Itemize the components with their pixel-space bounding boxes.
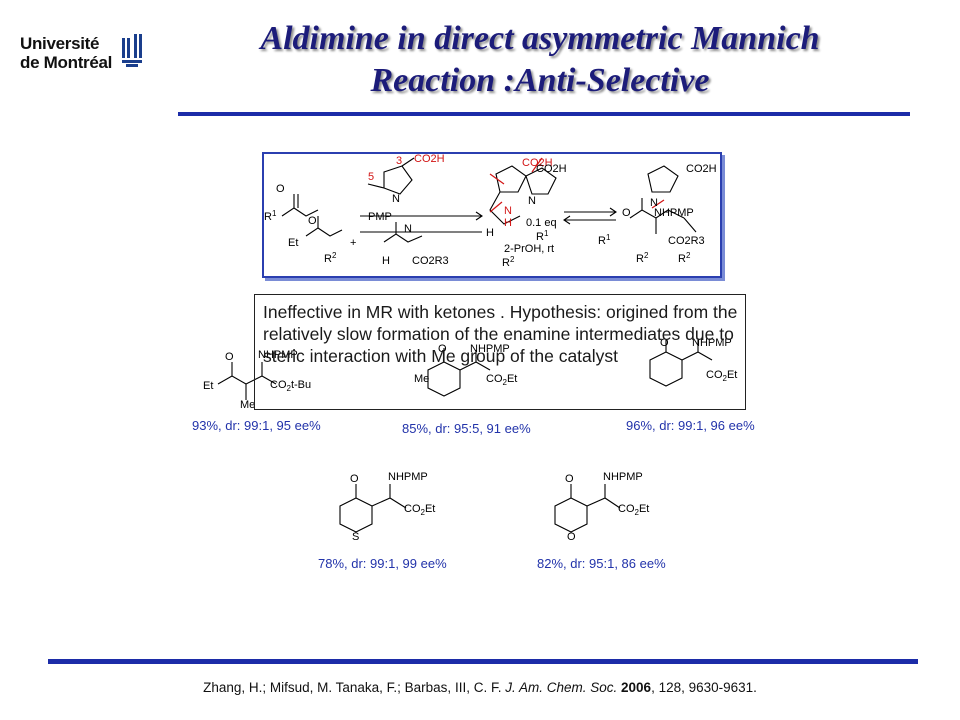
- svg-text:N: N: [392, 193, 400, 205]
- svg-text:R2: R2: [502, 255, 515, 269]
- logo-text: Université de Montréal: [20, 34, 112, 72]
- reaction-scheme-drawing: O R1 O Et R2 + 3 5 CO2H N PMP N H CO2R3 …: [264, 154, 717, 269]
- title-line-1: Aldimine in direct asymmetric Mannich: [260, 20, 820, 57]
- svg-text:O: O: [276, 183, 285, 195]
- catalyst-acid-label: CO2H: [414, 154, 445, 165]
- hypothesis-note: Ineffective in MR with ketones . Hypothe…: [254, 294, 746, 410]
- svg-text:O: O: [225, 351, 234, 363]
- svg-text:N: N: [404, 223, 412, 235]
- svg-text:CO2Et: CO2Et: [404, 503, 435, 517]
- svg-text:H: H: [486, 227, 494, 239]
- citation: Zhang, H.; Mifsud, M. Tanaka, F.; Barbas…: [0, 680, 960, 695]
- citation-rest: , 128, 9630-9631.: [651, 680, 757, 695]
- svg-text:N: N: [650, 197, 658, 209]
- svg-text:CO2Et: CO2Et: [618, 503, 649, 517]
- conditions-eq: 0.1 eq: [526, 217, 557, 229]
- product-yield-label: 82%, dr: 95:1, 86 ee%: [537, 556, 666, 571]
- citation-year: 2006: [621, 680, 652, 695]
- svg-text:N: N: [504, 205, 512, 217]
- title-underline: [178, 112, 910, 116]
- product-acid-label: CO2H: [686, 163, 717, 175]
- svg-text:Et: Et: [203, 380, 213, 392]
- slide-title: Aldimine in direct asymmetric Mannich Re…: [160, 18, 920, 102]
- reagent-pmp-label: PMP: [368, 211, 392, 223]
- product-yield-label: 85%, dr: 95:5, 91 ee%: [402, 421, 531, 436]
- svg-text:3: 3: [396, 155, 402, 167]
- product-yield-label: 96%, dr: 99:1, 96 ee%: [626, 418, 755, 433]
- university-logo: Université de Montréal: [20, 34, 150, 80]
- university-crest-icon: [122, 34, 142, 67]
- citation-journal: J. Am. Chem. Soc.: [505, 680, 618, 695]
- product-yield-label: 93%, dr: 99:1, 95 ee%: [192, 418, 321, 433]
- svg-text:R2: R2: [678, 251, 691, 265]
- product-ester-label: CO2R3: [668, 235, 705, 247]
- footer-rule: [48, 659, 918, 664]
- svg-text:O: O: [350, 473, 359, 485]
- svg-text:S: S: [352, 531, 359, 543]
- hypothesis-text: Ineffective in MR with ketones . Hypothe…: [263, 302, 738, 366]
- svg-text:NHPMP: NHPMP: [603, 471, 643, 483]
- svg-text:O: O: [308, 215, 317, 227]
- product-yield-label: 78%, dr: 99:1, 99 ee%: [318, 556, 447, 571]
- svg-text:R2: R2: [324, 251, 337, 265]
- svg-text:R1: R1: [536, 229, 549, 243]
- conditions-solvent: 2-PrOH, rt: [504, 243, 554, 255]
- svg-text:R1: R1: [598, 233, 611, 247]
- intermediate-acid-label: CO2H: [522, 157, 553, 169]
- svg-text:O: O: [622, 207, 631, 219]
- svg-text:H: H: [382, 255, 390, 267]
- svg-text:R2: R2: [636, 251, 649, 265]
- product-amine-label: NHPMP: [654, 207, 694, 219]
- title-line-2: Reaction :Anti-Selective: [370, 62, 710, 99]
- ester-label: CO2R3: [412, 255, 449, 267]
- svg-text:+: +: [350, 237, 356, 249]
- svg-text:Et: Et: [288, 237, 298, 249]
- svg-text:Me: Me: [240, 399, 255, 411]
- svg-text:H: H: [504, 217, 512, 229]
- reaction-scheme: O R1 O Et R2 + 3 5 CO2H N PMP N H CO2R3 …: [262, 152, 722, 278]
- svg-text:5: 5: [368, 171, 374, 183]
- svg-text:NHPMP: NHPMP: [388, 471, 428, 483]
- svg-text:O: O: [567, 531, 576, 543]
- intermediate-acid-label-2: CO2H: [536, 163, 567, 175]
- svg-text:N: N: [528, 195, 536, 207]
- svg-text:R1: R1: [264, 209, 277, 223]
- logo-line-1: Université: [20, 34, 100, 53]
- citation-authors: Zhang, H.; Mifsud, M. Tanaka, F.; Barbas…: [203, 680, 502, 695]
- svg-text:O: O: [565, 473, 574, 485]
- logo-line-2: de Montréal: [20, 53, 113, 72]
